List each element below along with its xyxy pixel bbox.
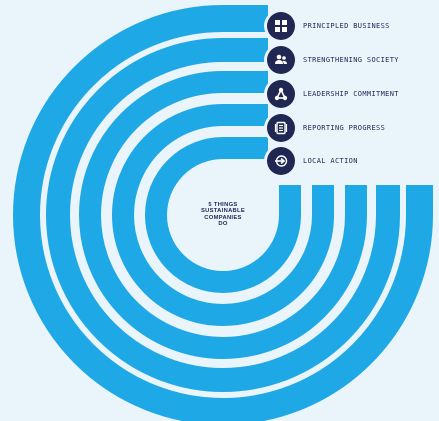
legend-item-strengthening-society: STRENGTHENING SOCIETY (264, 44, 439, 76)
center-line-4: DO (218, 221, 228, 228)
legend-item-local-action: LOCAL ACTION (264, 145, 439, 177)
network-icon (267, 80, 295, 108)
center-line-1: 5 THINGS (208, 202, 238, 208)
center-line-2: SUSTAINABLE (200, 208, 246, 215)
arrow-target-icon (267, 147, 295, 175)
band-1 (13, 5, 433, 421)
band-2 (46, 38, 400, 392)
legend-item-reporting-progress: REPORTING PROGRESS (264, 112, 439, 144)
people-icon (267, 46, 295, 74)
band-3 (79, 71, 367, 359)
band-5 (145, 137, 301, 293)
report-icon (267, 114, 295, 142)
legend-label: LOCAL ACTION (303, 157, 358, 165)
center-line-3: COMPANIES (204, 214, 242, 221)
legend-item-leadership-commitment: LEADERSHIP COMMITMENT (264, 78, 439, 110)
grid-icon (267, 12, 295, 40)
center-title: 5 THINGS SUSTAINABLE COMPANIES DO (188, 202, 258, 228)
legend-label: PRINCIPLED BUSINESS (303, 22, 390, 30)
legend-label: STRENGTHENING SOCIETY (303, 56, 399, 64)
legend-label: LEADERSHIP COMMITMENT (303, 90, 399, 98)
legend-label: REPORTING PROGRESS (303, 124, 386, 132)
band-4 (112, 104, 334, 326)
legend-item-principled-business: PRINCIPLED BUSINESS (264, 10, 439, 42)
legend-list: PRINCIPLED BUSINESS STRENGTHENING SOCIET… (264, 10, 439, 180)
